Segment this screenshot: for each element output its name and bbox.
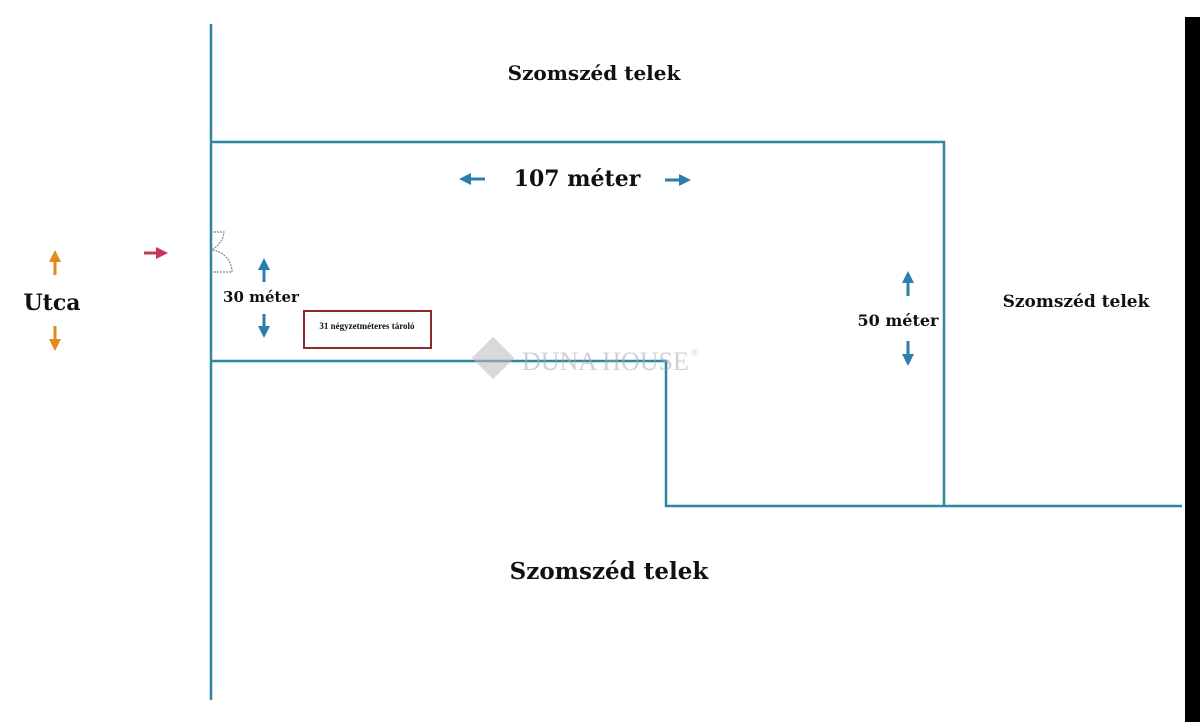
watermark: DUNA HOUSE® (471, 336, 699, 380)
plot-boundaries (209, 24, 1182, 700)
depth-left-label: 30 méter (223, 288, 300, 306)
width-label: 107 méter (514, 166, 641, 192)
storage-label: 31 négyzetméteres tároló (319, 321, 415, 331)
depth-right-label: 50 méter (858, 311, 940, 330)
plot-top-right-boundary (211, 140, 946, 506)
watermark-mark: ® (691, 348, 699, 359)
storage-building (303, 310, 432, 349)
neighbor-bottom-label: Szomszéd telek (510, 558, 710, 585)
watermark-text: DUNA HOUSE (522, 347, 689, 376)
gate-icon (210, 231, 233, 273)
neighbor-top-label: Szomszéd telek (508, 61, 682, 85)
neighbor-right-label: Szomszéd telek (1003, 292, 1151, 312)
watermark-line: DUNA HOUSE® (522, 347, 699, 376)
street-label: Utca (24, 290, 81, 316)
edge-bar (1185, 17, 1200, 722)
plot-bottom-boundary (211, 359, 1182, 508)
duna-house-logo-icon (471, 336, 515, 380)
